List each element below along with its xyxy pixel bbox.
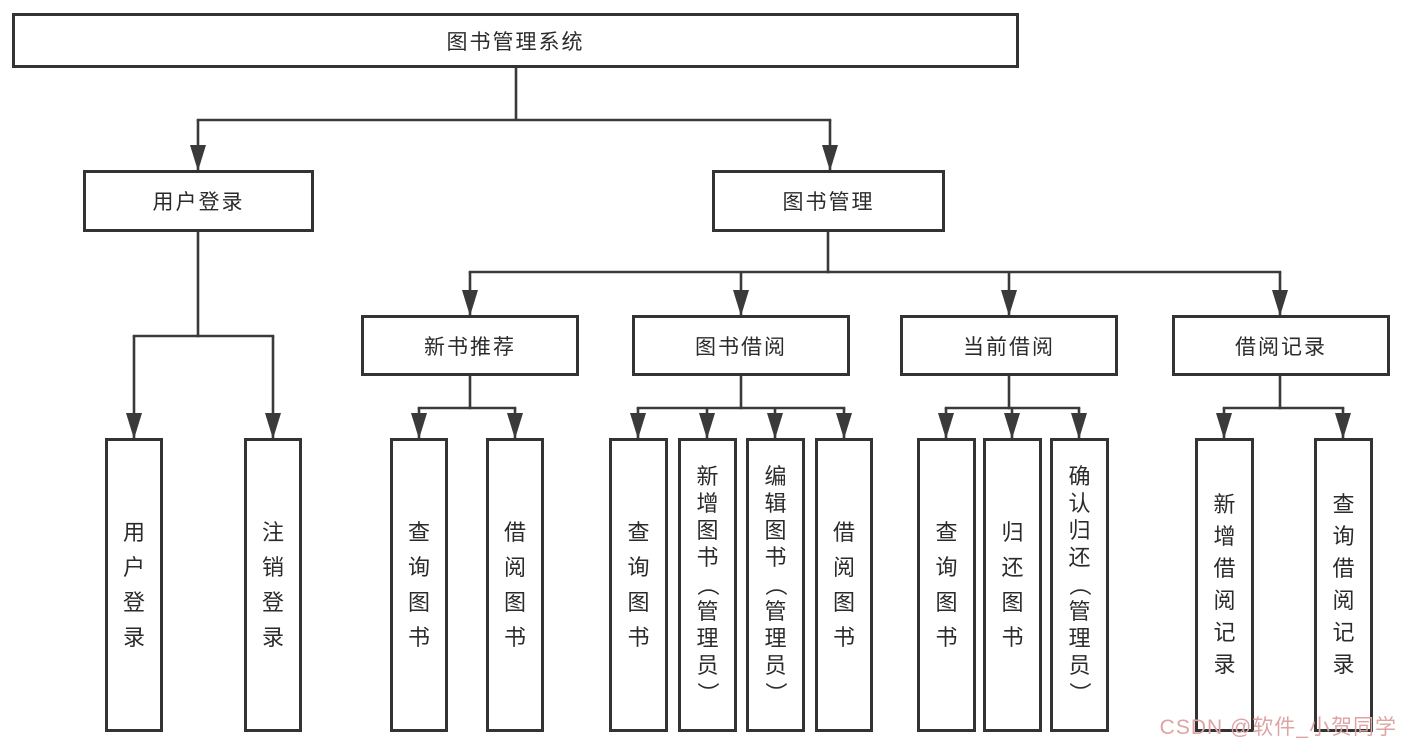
leaf-query-borrow-record: 查询借阅记录 [1314,438,1373,732]
leaf-logout-login: 注销登录 [244,438,302,732]
node-new-book-recommend: 新书推荐 [361,315,579,376]
leaf-query-books-2: 查询图书 [609,438,668,732]
node-root: 图书管理系统 [12,13,1019,68]
node-book-management: 图书管理 [712,170,945,232]
node-user-login: 用户登录 [83,170,314,232]
leaf-borrow-books: 借阅图书 [486,438,544,732]
leaf-return-books: 归还图书 [983,438,1042,732]
leaf-user-login: 用户登录 [105,438,163,732]
leaf-borrow-books-2: 借阅图书 [815,438,873,732]
leaf-add-borrow-record: 新增借阅记录 [1195,438,1254,732]
leaf-edit-books-admin: 编辑图书（管理员） [746,438,805,732]
leaf-query-books-3: 查询图书 [917,438,976,732]
leaf-add-books-admin: 新增图书（管理员） [678,438,737,732]
watermark: CSDN @软件_小贺同学 [1159,716,1397,739]
node-current-borrow: 当前借阅 [900,315,1118,376]
leaf-query-books: 查询图书 [390,438,448,732]
node-book-borrow: 图书借阅 [632,315,850,376]
leaf-confirm-return-admin: 确认归还（管理员） [1050,438,1109,732]
node-borrow-records: 借阅记录 [1172,315,1390,376]
